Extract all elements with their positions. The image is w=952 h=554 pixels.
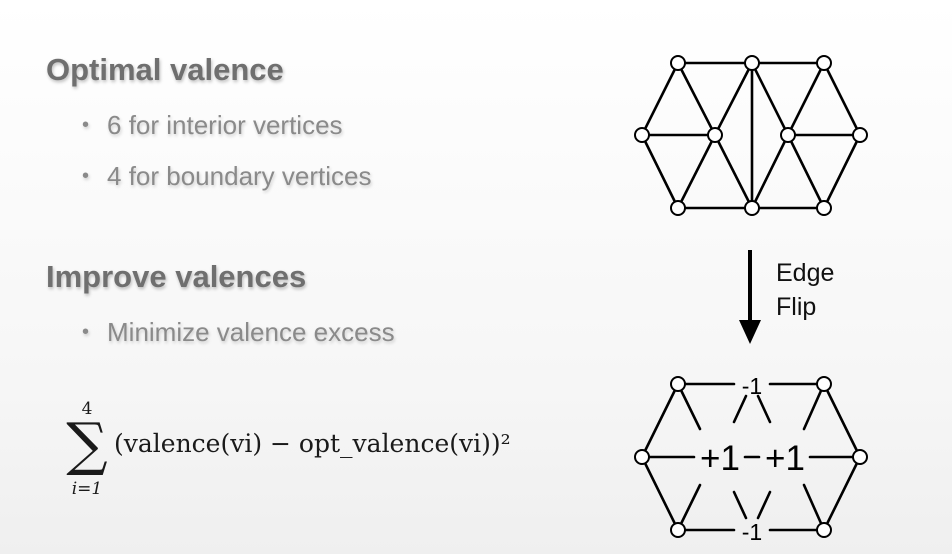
label-left-plus-one: +1 <box>700 439 740 478</box>
heading-optimal-valence: Optimal valence <box>46 52 284 87</box>
bullet-text: Minimize valence excess <box>107 317 395 347</box>
sum-upper-limit: 4 <box>82 399 93 419</box>
edge-flip-label-line1: Edge <box>776 259 835 287</box>
edge-flip-arrow <box>739 250 761 344</box>
mesh-before-flip <box>634 55 868 216</box>
bullet-minimize: • Minimize valence excess <box>82 317 395 348</box>
label-bottom-minus-one: -1 <box>742 519 762 544</box>
heading-improve-valences: Improve valences <box>46 259 307 294</box>
bullet-dot: • <box>82 165 90 187</box>
label-right-plus-one: +1 <box>765 439 805 478</box>
bullet-interior: • 6 for interior vertices <box>82 110 343 141</box>
mesh-after-flip: -1 -1 +1 +1 <box>634 374 868 544</box>
bullet-text: 4 for boundary vertices <box>107 161 372 191</box>
bullet-dot: • <box>82 321 90 343</box>
valence-excess-formula: 4 ∑ i=1 (valence(vi) − opt_valence(vi))² <box>66 399 511 499</box>
sum-symbol: ∑ <box>66 410 107 478</box>
label-top-minus-one: -1 <box>742 374 762 399</box>
sum-expression: (valence(vi) − opt_valence(vi))² <box>114 429 511 458</box>
bullet-boundary: • 4 for boundary vertices <box>82 161 371 192</box>
bullet-text: 6 for interior vertices <box>107 110 343 140</box>
edge-flip-label-line2: Flip <box>776 293 817 321</box>
sum-lower-limit: i=1 <box>72 479 103 499</box>
bullet-dot: • <box>82 114 90 136</box>
